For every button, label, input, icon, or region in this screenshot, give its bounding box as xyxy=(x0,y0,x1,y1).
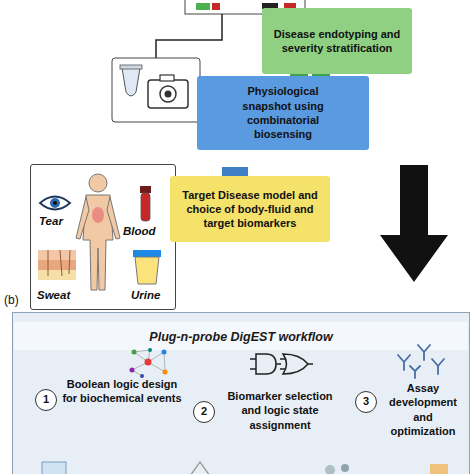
box-text: Target Disease model and choice of body-… xyxy=(180,188,320,231)
workflow-step: 3Assay development and optimization xyxy=(355,381,467,441)
step-number: 3 xyxy=(355,391,377,413)
big-arrow xyxy=(380,165,448,282)
skin-icon xyxy=(38,250,76,280)
bottom-icons xyxy=(42,462,448,474)
step-heading: Biomarker selection and logic state assi… xyxy=(219,389,341,432)
fluid-label: Tear xyxy=(39,215,63,227)
step-heading: Assay development and optimization xyxy=(381,381,465,438)
biosensing-box: Physiological snapshot using combinatori… xyxy=(197,76,369,150)
fluid-label: Urine xyxy=(131,289,160,301)
sample-camera-box xyxy=(112,58,200,122)
panel-title: Plug-n-probe DigEST workflow xyxy=(13,330,469,344)
step-number: 2 xyxy=(193,401,215,423)
disease-model-box: Target Disease model and choice of body-… xyxy=(170,176,330,242)
panel-letter: (b) xyxy=(4,293,19,307)
fluid-label: Blood xyxy=(123,225,156,237)
leader-line xyxy=(156,14,222,58)
workflow-step: 2Biomarker selection and logic state ass… xyxy=(193,389,343,439)
logic-gate-icons xyxy=(250,354,313,374)
panel-header-band xyxy=(14,322,468,350)
fluid-label: Sweat xyxy=(37,289,70,301)
workflow-panel: Plug-n-probe DigEST workflow 1Boolean log… xyxy=(12,312,470,474)
network-icon xyxy=(130,348,168,378)
box-text: Disease endotyping and severity stratifi… xyxy=(272,27,402,56)
panel-ground xyxy=(12,312,470,474)
outcome-box: Disease endotyping and severity stratifi… xyxy=(262,8,412,74)
body-fluid-box: TearBloodSweat Urine xyxy=(30,164,176,310)
step-number: 1 xyxy=(35,389,57,411)
eye-icon xyxy=(40,197,70,210)
antibody-icons xyxy=(398,345,444,378)
box-text: Physiological snapshot using combinatori… xyxy=(223,84,343,141)
urine-cup-icon xyxy=(133,250,161,284)
body-figure xyxy=(76,174,120,290)
blood-tube-icon xyxy=(140,186,151,221)
workflow-step: 1Boolean logic design for biochemical ev… xyxy=(35,377,185,427)
step-heading: Boolean logic design for biochemical eve… xyxy=(61,377,183,406)
